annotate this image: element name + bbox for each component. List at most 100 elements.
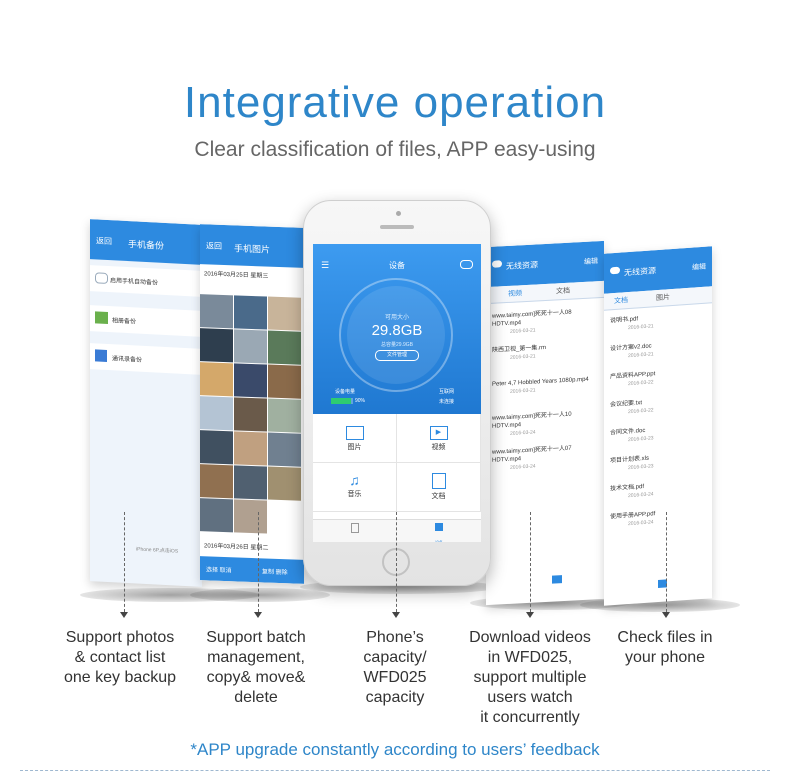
list-item[interactable]: 相册备份 bbox=[90, 305, 202, 337]
tab-documents[interactable]: 文档 bbox=[556, 287, 570, 296]
phone-device: ☰ 设备 可用大小 29.8GB 总容量29.9GB 文件管理 设备电量 90%… bbox=[303, 200, 491, 586]
photo-icon bbox=[95, 311, 108, 325]
caption-backup: Support photos & contact list one key ba… bbox=[63, 629, 177, 686]
capacity-label: 可用大小 bbox=[384, 315, 409, 321]
photo-thumbnail[interactable] bbox=[200, 362, 233, 397]
arrow-down-icon bbox=[254, 612, 262, 618]
photo-thumbnail[interactable] bbox=[234, 363, 267, 398]
photos-action-bar: 选择 取消 复制 删除 bbox=[200, 556, 304, 584]
photo-thumbnail[interactable] bbox=[234, 329, 267, 364]
grid-item-music[interactable]: ♫ 音乐 bbox=[313, 463, 397, 512]
photos-screen: 返回 手机图片 2016年03月25日 星期三 2016年03月26日 星期二 … bbox=[200, 224, 304, 584]
battery-value: 90% bbox=[355, 398, 366, 404]
image-icon bbox=[345, 426, 364, 440]
photo-thumbnail[interactable] bbox=[200, 294, 233, 329]
photo-thumbnail[interactable] bbox=[200, 464, 233, 499]
photo-thumbnail[interactable] bbox=[234, 397, 267, 432]
backup-screen: 返回 手机备份 启用手机自动备份 相册备份 通讯录备份 iPhone 6P,点击… bbox=[90, 219, 202, 587]
footnote: *APP upgrade constantly according to use… bbox=[190, 740, 600, 759]
photo-thumbnail[interactable] bbox=[268, 432, 301, 467]
photo-thumbnail[interactable] bbox=[200, 328, 233, 363]
internet-label: 互联网 bbox=[439, 389, 455, 395]
list-item-label: 相册备份 bbox=[112, 318, 137, 326]
page-title: Integrative operation bbox=[183, 78, 607, 127]
file-manage-button[interactable]: 文件管理 bbox=[375, 350, 419, 361]
copy-delete-button[interactable]: 复制 删除 bbox=[262, 569, 288, 577]
photo-thumbnail[interactable] bbox=[268, 296, 301, 331]
photos-header: 返回 手机图片 bbox=[200, 224, 304, 268]
photos-title: 手机图片 bbox=[233, 243, 270, 255]
photo-thumbnail[interactable] bbox=[200, 430, 233, 465]
backup-footer: iPhone 6P,点击iOS bbox=[136, 546, 179, 555]
grid-item-documents[interactable]: 文档 bbox=[397, 463, 481, 512]
list-item[interactable]: 启用手机自动备份 bbox=[90, 265, 202, 297]
date-header: 2016年03月25日 星期三 bbox=[204, 271, 269, 280]
tab-device[interactable]: 设备 bbox=[427, 523, 451, 542]
photo-thumbnail[interactable] bbox=[268, 330, 301, 365]
cloud-icon[interactable] bbox=[460, 260, 473, 269]
camera-icon bbox=[396, 211, 401, 216]
videos-header: 无线资源 编辑 bbox=[486, 240, 604, 288]
grid-item-label: 图片 bbox=[347, 444, 362, 451]
grid-item-label: 视频 bbox=[431, 444, 446, 451]
grid-item-images[interactable]: 图片 bbox=[313, 414, 397, 463]
videos-screen: 无线资源 编辑 视频 文档 www.taimy.com]死死十一人08 HDTV… bbox=[486, 240, 604, 606]
photo-thumbnail[interactable] bbox=[200, 396, 233, 431]
music-icon: ♫ bbox=[349, 472, 360, 488]
device-icon[interactable] bbox=[552, 575, 562, 584]
tab-local[interactable]: 本机 bbox=[343, 523, 367, 542]
capacity-panel: ☰ 设备 可用大小 29.8GB 总容量29.9GB 文件管理 设备电量 90%… bbox=[313, 244, 481, 414]
documents-title: 无线资源 bbox=[624, 266, 656, 278]
arrow-down-icon bbox=[392, 612, 400, 618]
capacity-value: 29.8GB bbox=[371, 322, 423, 339]
photo-thumbnail[interactable] bbox=[234, 295, 267, 330]
menu-icon[interactable]: ☰ bbox=[321, 260, 330, 270]
photo-thumbnail[interactable] bbox=[200, 498, 233, 533]
tab-documents[interactable]: 文档 bbox=[614, 297, 628, 306]
tab-videos[interactable]: 视频 bbox=[508, 290, 522, 298]
photo-thumbnail[interactable] bbox=[268, 466, 301, 501]
caption-batch: Support batch management, copy& move& de… bbox=[206, 629, 306, 706]
tab-pictures[interactable]: 图片 bbox=[656, 294, 670, 303]
arrow-down-icon bbox=[120, 612, 128, 618]
caption-capacity: Phone’s capacity/ WFD025 capacity bbox=[363, 629, 427, 706]
backup-title: 手机备份 bbox=[127, 239, 164, 251]
photo-thumbnail[interactable] bbox=[234, 465, 267, 500]
list-item[interactable]: 通讯录备份 bbox=[90, 343, 202, 375]
tab-label: 设备 bbox=[435, 540, 443, 542]
arrow-down-icon bbox=[662, 612, 670, 618]
app-title: 设备 bbox=[389, 261, 405, 270]
cloud-icon bbox=[492, 260, 502, 268]
photo-thumbnail[interactable] bbox=[234, 431, 267, 466]
photo-thumbnail[interactable] bbox=[234, 499, 267, 534]
edit-button[interactable]: 编辑 bbox=[692, 263, 706, 272]
photo-thumbnail[interactable] bbox=[268, 398, 301, 433]
edit-button[interactable]: 编辑 bbox=[584, 258, 598, 266]
contact-icon bbox=[95, 349, 107, 362]
panel2-shadow bbox=[190, 588, 330, 602]
leader-line bbox=[530, 512, 531, 612]
document-icon bbox=[431, 473, 446, 489]
photo-thumbnail[interactable] bbox=[268, 364, 301, 399]
select-button[interactable]: 选择 取消 bbox=[206, 567, 232, 575]
videos-title: 无线资源 bbox=[506, 260, 538, 272]
grid-item-label: 音乐 bbox=[347, 491, 362, 498]
list-item-label: 通讯录备份 bbox=[112, 356, 143, 364]
backup-header: 返回 手机备份 bbox=[90, 219, 202, 265]
page-subtitle: Clear classification of files, APP easy-… bbox=[194, 138, 596, 161]
grid-item-videos[interactable]: ▶ 视频 bbox=[397, 414, 481, 463]
